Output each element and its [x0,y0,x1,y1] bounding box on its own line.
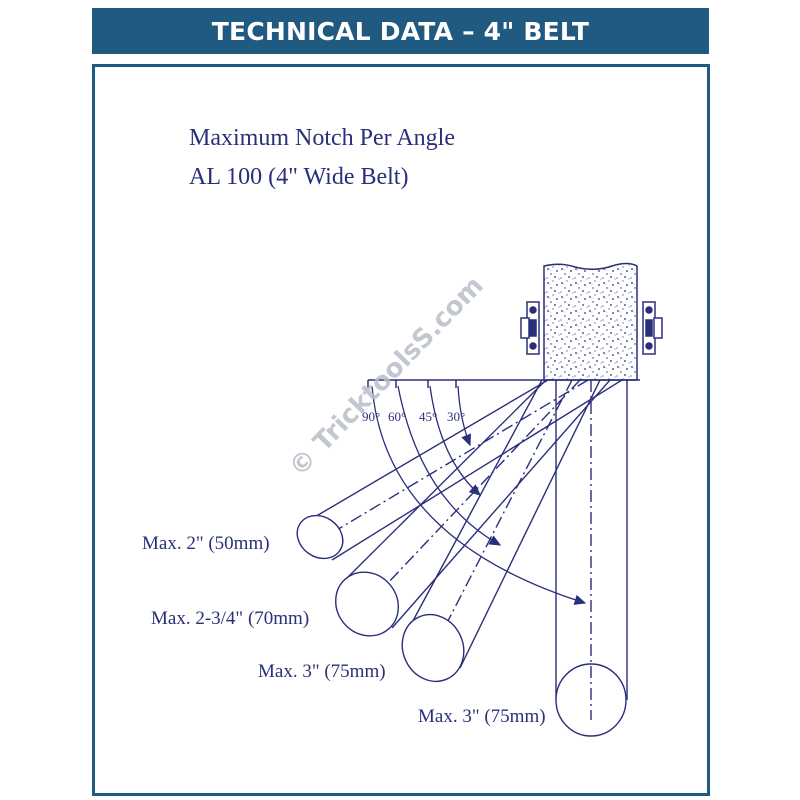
angle-label-45: 45° [419,409,437,424]
angle-arcs [371,385,587,605]
workpiece-90 [555,380,628,737]
watermark-text: © TricktoolsS.com [283,271,489,483]
workpiece-45 [335,379,611,637]
diagram-title-line1: Maximum Notch Per Angle [189,125,455,151]
capacity-label-30: Max. 2" (50mm) [142,533,270,554]
right-clamp [642,301,663,355]
capacity-label-90: Max. 3" (75mm) [418,706,546,727]
capacity-label-45: Max. 2-3/4" (70mm) [151,608,309,629]
angle-label-60: 60° [388,409,406,424]
belt-wheel [543,262,638,381]
capacity-label-60: Max. 3" (75mm) [258,661,386,682]
left-clamp [520,301,540,355]
workpiece-30 [296,379,623,561]
diagram-title-line2: AL 100 (4" Wide Belt) [189,164,408,190]
header-title: TECHNICAL DATA – 4" BELT [211,16,590,46]
header-banner: TECHNICAL DATA – 4" BELT [92,8,709,54]
diagram-panel [92,64,710,796]
